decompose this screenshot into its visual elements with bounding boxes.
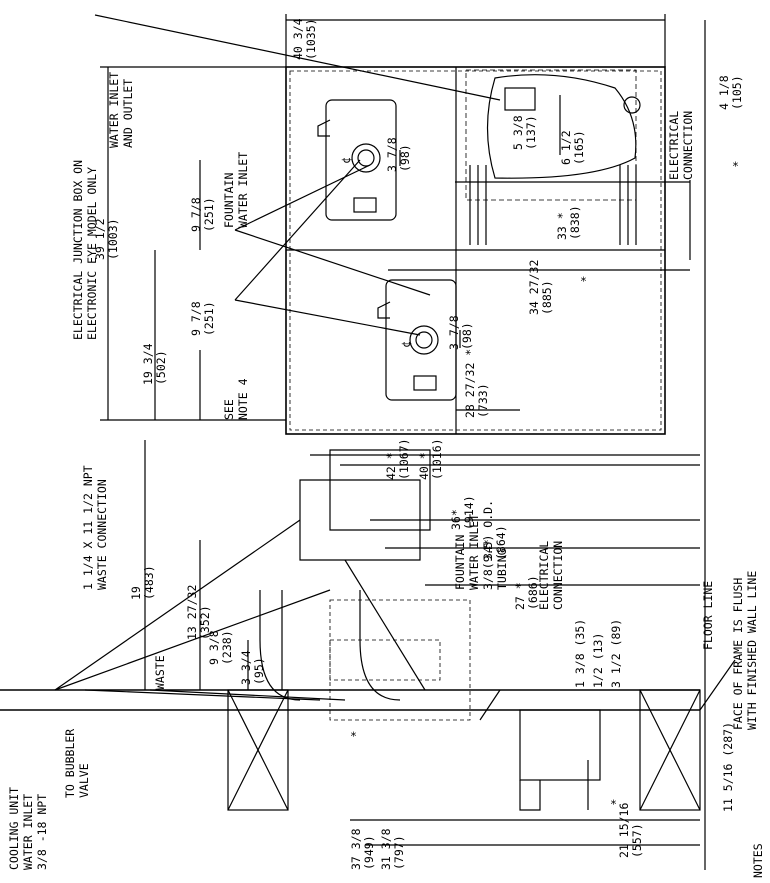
dim-13-27-32: 13 27/32(352) <box>185 585 212 640</box>
dim-33: 33 *(838) <box>555 205 582 240</box>
dim-3-3-4: 3 3/4(95) <box>239 650 266 685</box>
frame-flush-label: FACE OF FRAME IS FLUSH WITH FINISHED WAL… <box>731 571 759 730</box>
water-inlet-outlet-label: WATER INLET AND OUTLET <box>107 65 135 148</box>
dim-37-3-8: 37 3/8(949) <box>349 828 376 870</box>
see-note-label: SEE NOTE 4 <box>222 378 250 420</box>
dim-40: 40 *(1016) <box>417 438 444 480</box>
dim-19: 19(483) <box>129 565 156 600</box>
asterisk-1: * <box>580 274 587 288</box>
dim-1-3-8: 1 3/8 (35) <box>573 619 587 688</box>
waste-connection-label: 1 1/4 X 11 1/2 NPT WASTE CONNECTION <box>81 458 109 590</box>
dim-34-27-32: 34 27/32(885) <box>527 260 554 315</box>
asterisk-2: * <box>350 729 357 743</box>
dim-3-7-8-b: 3 7/8(98) <box>447 315 474 350</box>
dim-9-3-8: 9 3/8(238) <box>207 630 234 665</box>
dim-28-27-32: 28 27/32 *(733) <box>463 349 490 418</box>
notes-heading: NOTES <box>751 843 765 878</box>
dim-31-3-8: 31 3/8(797) <box>379 828 406 870</box>
dim-9-7-8-a: 9 7/8(251) <box>189 197 216 232</box>
junction-box-label: ELECTRICAL JUNCTION BOX ON ELECTRONIC EY… <box>71 153 99 340</box>
asterisk-4: * <box>732 159 739 173</box>
dim-42: 42 *(1067) <box>384 438 411 480</box>
front-elevation <box>94 14 706 870</box>
electrical-connection-top-label: ELECTRICAL CONNECTION <box>667 104 695 180</box>
dim-4-1-8: 4 1/8(105) <box>717 75 744 110</box>
dim-3-7-8-a: 3 7/8(98) <box>385 137 412 172</box>
dim-34: 34*(864) <box>481 525 508 560</box>
dim-19-3-4: 19 3/4(502) <box>141 343 168 385</box>
dim-11-5-16: 11 5/16 (287) <box>721 722 735 812</box>
to-bubbler-label: TO BUBBLER VALVE <box>63 722 91 798</box>
dim-39-1-2: 39 1/2(1003) <box>93 218 120 260</box>
dim-3-1-2: 3 1/2 (89) <box>609 619 623 688</box>
electrical-connection-side-label: ELECTRICAL CONNECTION <box>537 534 565 610</box>
dim-40-3-4: 40 3/4(1035) <box>291 18 318 60</box>
dim-21-15-16: 21 15/16(557) <box>617 803 644 858</box>
dim-1-2: 1/2 (13) <box>591 633 605 688</box>
fountain-water-inlet-top-label: FOUNTAIN WATER INLET <box>222 152 250 228</box>
waste-label: WASTE <box>153 655 167 690</box>
asterisk-3: * <box>610 797 617 811</box>
centerline-mark-2: ¢ <box>399 341 413 348</box>
floor-line-label: FLOOR LINE <box>701 581 715 650</box>
cooling-unit-label: COOLING UNIT WATER INLET 3/8 -18 NPT <box>7 780 49 870</box>
dim-6-1-2: 6 1/2(165) <box>559 130 586 165</box>
fountain-water-inlet-side-label: FOUNTAIN WATER INLET 3/8(9.5) O.D. TUBIN… <box>453 493 509 590</box>
dim-36: 36*(914) <box>449 495 476 530</box>
dim-9-7-8-b: 9 7/8(251) <box>189 301 216 336</box>
centerline-mark-1: ¢ <box>339 157 353 164</box>
dim-27: 27 *(686) <box>513 575 540 610</box>
dim-5-3-8: 5 3/8(137) <box>511 115 538 150</box>
side-elevation <box>0 440 736 846</box>
